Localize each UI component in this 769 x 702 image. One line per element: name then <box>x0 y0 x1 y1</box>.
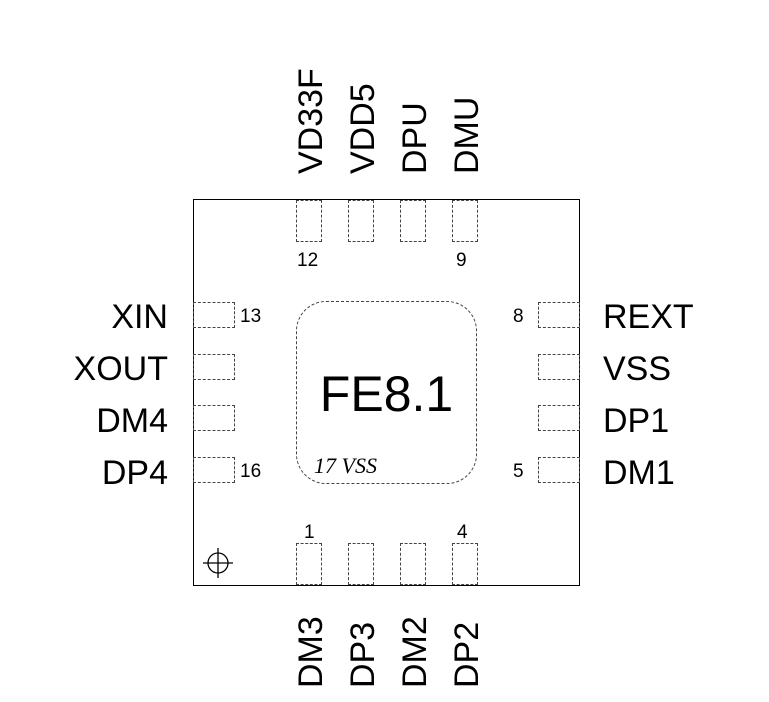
pin-label-bottom-2: DP3 <box>344 621 382 688</box>
pin-label-top-4: DMU <box>448 96 486 174</box>
pin-label-right-3: DP1 <box>603 402 670 440</box>
exposed-pad <box>296 301 477 484</box>
pad-top-4 <box>452 200 478 242</box>
pin-label-left-4: DP4 <box>101 454 168 492</box>
chip-name: FE8.1 <box>319 366 454 422</box>
pin-number-4: 4 <box>457 522 468 543</box>
pad-bottom-2 <box>348 543 374 585</box>
pin-label-right-4: DM1 <box>603 454 675 492</box>
pin-label-left-3: DM4 <box>96 402 168 440</box>
pin-number-16: 16 <box>240 461 262 482</box>
pad-right-2 <box>538 354 580 380</box>
pin-label-left-2: XOUT <box>73 350 168 388</box>
pin-number-1: 1 <box>304 522 315 543</box>
pin-number-13: 13 <box>240 306 262 327</box>
pad-left-1 <box>193 302 235 328</box>
exposed-pad-label: 17 VSS <box>314 453 377 478</box>
pin-number-9: 9 <box>456 250 467 271</box>
pin-number-5: 5 <box>513 461 524 482</box>
pin-label-top-2: VDD5 <box>344 83 382 174</box>
pad-top-3 <box>400 200 426 242</box>
pin-label-top-1: VD33F <box>292 68 330 174</box>
pin-label-bottom-1: DM3 <box>292 616 330 688</box>
pad-right-3 <box>538 405 580 431</box>
pin-number-8: 8 <box>513 306 524 327</box>
pad-right-1 <box>538 302 580 328</box>
pin-label-right-2: VSS <box>603 350 672 388</box>
pin1-orientation-mark-icon <box>203 548 233 578</box>
pin-label-bottom-3: DM2 <box>396 616 434 688</box>
pad-left-3 <box>193 405 235 431</box>
pin-label-left-1: XIN <box>111 298 168 336</box>
pad-bottom-1 <box>296 543 322 585</box>
pad-top-1 <box>296 200 322 242</box>
pad-left-4 <box>193 457 235 483</box>
pad-top-2 <box>348 200 374 242</box>
pin-label-right-1: REXT <box>603 298 694 336</box>
pad-bottom-3 <box>400 543 426 585</box>
pin-label-bottom-4: DP2 <box>448 621 486 688</box>
pad-right-4 <box>538 457 580 483</box>
pad-bottom-4 <box>452 543 478 585</box>
pin-number-12: 12 <box>297 250 319 271</box>
pad-left-2 <box>193 354 235 380</box>
chip-package-outline <box>193 199 580 586</box>
pin-label-top-3: DPU <box>396 102 434 174</box>
